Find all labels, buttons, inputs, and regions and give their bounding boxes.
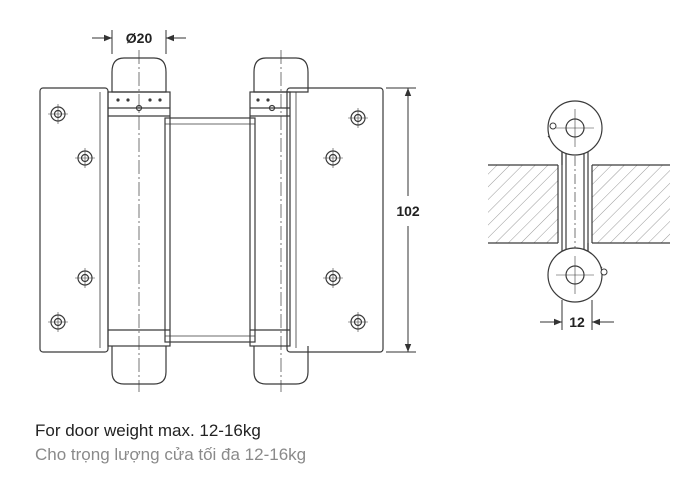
screw-hole-icon xyxy=(348,312,368,332)
left-leaf-screw-holes xyxy=(48,104,95,332)
right-leaf-screw-holes xyxy=(323,108,368,332)
caption-vietnamese: Cho trọng lượng cửa tối đa 12-16kg xyxy=(35,445,307,464)
gap-dimension xyxy=(540,300,614,330)
spring-web xyxy=(164,117,256,343)
right-door-section xyxy=(592,165,670,243)
height-label: 102 xyxy=(396,203,420,219)
left-barrel xyxy=(107,50,171,392)
caption-english: For door weight max. 12-16kg xyxy=(35,421,261,440)
screw-hole-icon xyxy=(48,312,68,332)
screw-hole-icon xyxy=(75,148,95,168)
gap-label: 12 xyxy=(569,314,585,330)
right-leaf-plate xyxy=(286,87,384,353)
screw-hole-icon xyxy=(348,108,368,128)
hinge-front-view xyxy=(39,50,384,392)
screw-hole-icon xyxy=(323,268,343,288)
screw-hole-icon xyxy=(48,104,68,124)
screw-hole-icon xyxy=(75,268,95,288)
screw-hole-icon xyxy=(323,148,343,168)
height-dimension xyxy=(386,87,416,353)
hinge-section-view xyxy=(488,100,670,303)
diameter-dimension xyxy=(92,30,186,54)
left-door-section xyxy=(488,165,558,243)
diameter-label: Ø20 xyxy=(126,30,153,46)
left-leaf-plate xyxy=(39,87,109,353)
hinge-technical-drawing: Ø20 102 xyxy=(39,30,670,392)
right-barrel xyxy=(249,50,309,392)
